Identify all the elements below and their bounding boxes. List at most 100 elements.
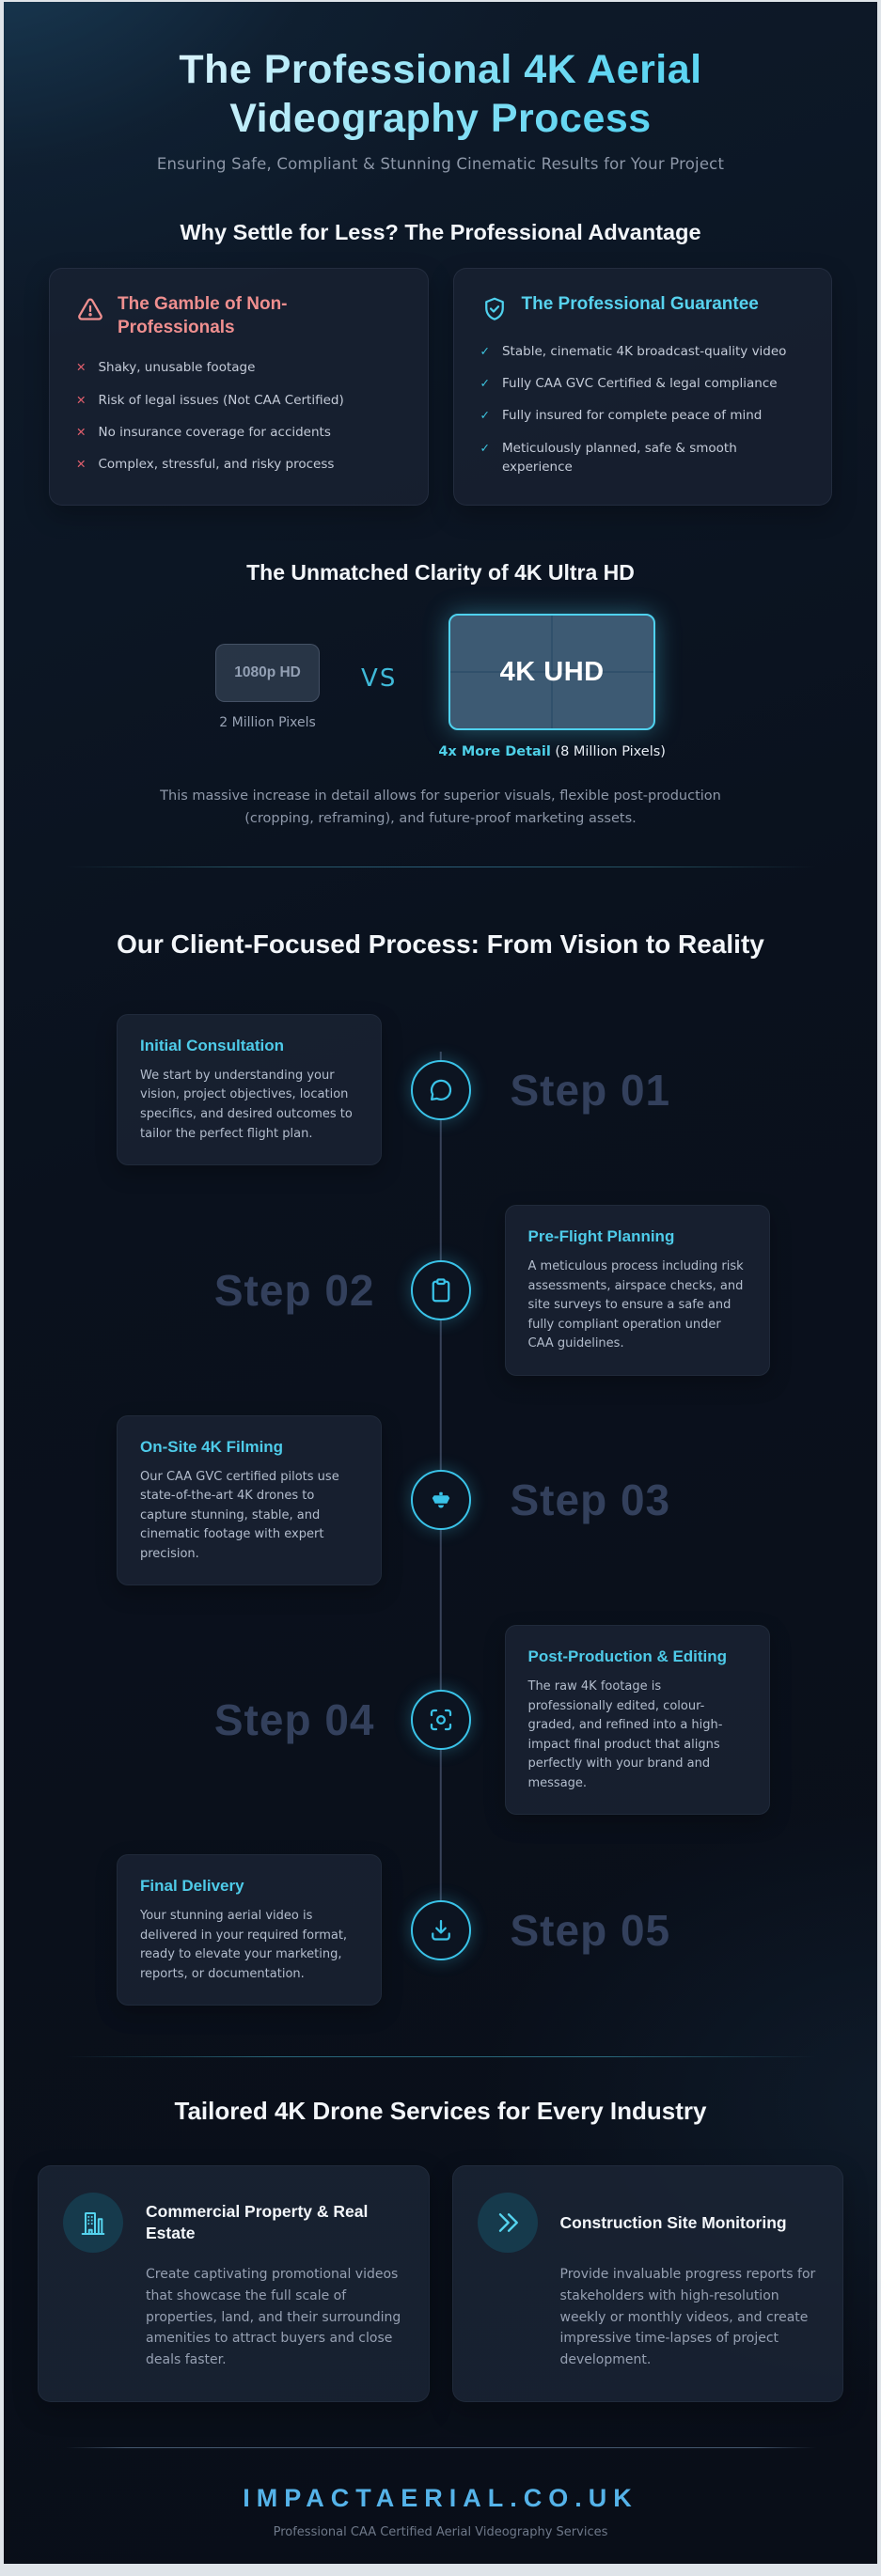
double-chevron-icon [477,2193,538,2254]
step-description: The raw 4K footage is professionally edi… [527,1679,723,1790]
4k-label: 4K UHD [499,656,605,687]
list-item-text: Stable, cinematic 4K broadcast-quality v… [501,343,787,359]
uhd-column: 4K UHD 4x More Detail (8 Million Pixels) [438,614,666,759]
footer-tagline: Professional CAA Certified Aerial Videog… [273,2524,608,2539]
industries-section: Tailored 4K Drone Services for Every Ind… [4,2097,877,2402]
vs-label: VS [361,664,398,693]
cross-icon: ✕ [76,457,87,472]
step-card-on-site-filming: On-Site 4K Filming Our CAA GVC certified… [117,1414,382,1586]
step-label: Step 02 [213,1265,375,1315]
step-description: A meticulous process including risk asse… [527,1259,744,1351]
step-label: Step 04 [213,1695,375,1745]
industry-card-construction: Construction Site Monitoring Provide inv… [451,2165,843,2402]
list-item: ✓ Fully insured for complete peace of min… [480,406,806,425]
check-icon: ✓ [480,343,490,358]
step-title: Pre-Flight Planning [527,1227,675,1246]
list-item: ✓ Meticulously planned, safe & smooth exp… [480,439,806,477]
hd-column: 1080p HD 2 Million Pixels [215,643,321,730]
check-icon: ✓ [480,408,490,423]
list-item-text: Fully CAA GVC Certified & legal complian… [501,376,778,392]
list-item-text: No insurance coverage for accidents [98,424,331,440]
list-item-text: Meticulously planned, safe & smooth expe… [501,440,737,475]
section-divider [65,2056,816,2058]
step-description: Your stunning aerial video is delivered … [140,1909,348,1981]
cross-icon: ✕ [76,424,87,439]
industry-card-real-estate: Commercial Property & Real Estate Create… [38,2165,430,2402]
list-item: ✕Shaky, unusable footage [76,358,401,377]
process-timeline: Initial Consultation We start by underst… [49,1014,832,2006]
industry-card-description: Create captivating promotional videos th… [146,2267,401,2368]
chat-bubble-icon [410,1059,471,1120]
step-card-post-production: Post-Production & Editing The raw 4K foo… [504,1625,770,1816]
header: The Professional 4K Aerial Videography P… [4,2,877,173]
step-title: Initial Consultation [140,1037,284,1054]
check-icon: ✓ [480,376,490,391]
list-item: ✓ Stable, cinematic 4K broadcast-quality … [480,342,806,361]
download-icon [410,1899,471,1960]
shield-check-icon [480,295,509,323]
hd-caption: 2 Million Pixels [219,714,316,730]
industry-card-title: Commercial Property & Real Estate [146,2201,369,2243]
1080p-label: 1080p HD [234,664,301,680]
list-item: ✕ No insurance coverage for accidents [76,423,401,442]
professional-card: The Professional Guarantee ✓ Stable, cine… [452,267,832,507]
step-card-final-delivery: Final Delivery Your stunning aerial vide… [117,1854,382,2006]
step-row-4: Step 04 Post-Produ [49,1625,832,1816]
step-label: Step 01 [510,1065,671,1115]
professional-card-title: The Professional Guarantee [521,293,759,314]
section-divider [65,866,816,867]
cross-icon: ✕ [76,392,87,407]
step-label: Step 05 [510,1905,671,1955]
advantage-cards: The Gamble of Non-Professionals ✕Shaky, … [49,267,832,507]
1080p-box: 1080p HD [215,643,321,702]
cross-icon: ✕ [76,360,87,375]
clarity-section: The Unmatched Clarity of 4K Ultra HD 108… [4,560,877,831]
drone-icon [410,1470,471,1531]
clarity-description: This massive increase in detail allows f… [160,788,721,827]
clarity-heading: The Unmatched Clarity of 4K Ultra HD [246,560,635,585]
focus-frame-icon [410,1690,471,1751]
professional-list: ✓ Stable, cinematic 4K broadcast-quality … [480,342,806,476]
list-item: ✕ Risk of legal issues (Not CAA Certified… [76,391,401,410]
step-row-5: Final Delivery Your stunning aerial vide… [49,1854,832,2006]
page-subtitle: Ensuring Safe, Compliant & Stunning Cine… [156,154,725,173]
footer-divider [65,2446,816,2448]
step-title: Final Delivery [140,1877,244,1896]
warning-triangle-icon [76,295,104,323]
list-item-text: Risk of legal issues (Not CAA Certified) [98,392,344,408]
uhd-caption-bold: 4x More Detail [438,744,551,760]
step-label: Step 03 [510,1475,671,1525]
list-item-text: Complex, stressful, and risky process [98,457,335,473]
advantage-section: Why Settle for Less? The Professional Ad… [4,219,877,507]
process-section: Our Client-Focused Process: From Vision … [4,929,877,2006]
page-title: The Professional 4K Aerial Videography P… [84,45,798,144]
list-item: ✓ Fully CAA GVC Certified & legal complia… [480,374,806,393]
list-item-text: Fully insured for complete peace of mind [501,408,763,424]
footer: IMPACTAERIAL.CO.UK Professional CAA Cert… [4,2446,877,2539]
list-item: ✕ Complex, stressful, and risky process [76,455,401,474]
step-description: We start by understanding your vision, p… [140,1068,353,1141]
clipboard-icon [410,1259,471,1320]
process-heading: Our Client-Focused Process: From Vision … [117,929,764,959]
step-description: Our CAA GVC certified pilots use state-o… [140,1469,339,1561]
step-card-initial-consultation: Initial Consultation We start by underst… [117,1014,382,1166]
non-professional-list: ✕Shaky, unusable footage ✕ Risk of legal … [76,358,401,474]
non-professional-card: The Gamble of Non-Professionals ✕Shaky, … [49,267,429,507]
uhd-caption: 4x More Detail (8 Million Pixels) [438,744,666,759]
uhd-caption-rest: (8 Million Pixels) [550,744,666,760]
check-icon: ✓ [480,440,490,455]
industry-card-description: Provide invaluable progress reports for … [559,2267,816,2368]
resolution-comparison: 1080p HD 2 Million Pixels VS 4K UHD 4x M… [4,614,877,759]
advantage-heading: Why Settle for Less? The Professional Ad… [180,219,701,244]
industry-cards: Commercial Property & Real Estate Create… [38,2165,843,2402]
step-row-1: Initial Consultation We start by underst… [49,1014,832,1166]
infographic-page: The Professional 4K Aerial Videography P… [4,2,877,2564]
step-title: On-Site 4K Filming [140,1437,284,1456]
industry-card-title: Construction Site Monitoring [559,2212,787,2232]
industries-heading: Tailored 4K Drone Services for Every Ind… [174,2097,707,2126]
non-professional-card-title: The Gamble of Non-Professionals [118,293,288,337]
4k-box: 4K UHD [448,614,656,731]
brand-url: IMPACTAERIAL.CO.UK [243,2483,638,2512]
step-card-pre-flight-planning: Pre-Flight Planning A meticulous process… [504,1205,770,1376]
step-title: Post-Production & Editing [527,1647,728,1666]
